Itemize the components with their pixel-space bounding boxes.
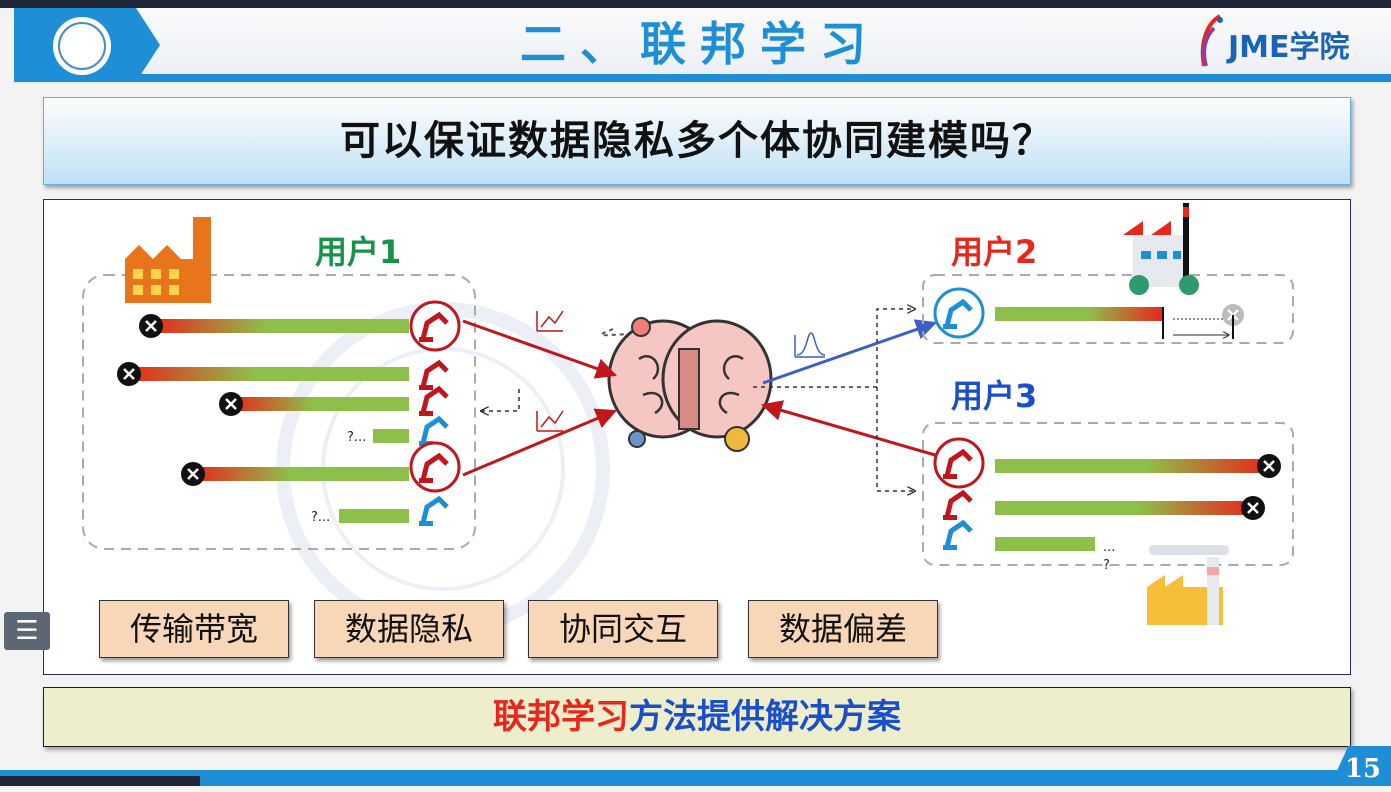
factory-icon [1123, 203, 1199, 295]
brand-logo-icon [1200, 14, 1223, 67]
unknown-marker-4: ? [1103, 558, 1110, 573]
factory-icon [125, 217, 211, 303]
challenge-privacy: 数据隐私 [314, 600, 504, 658]
robot-arm-icon [933, 437, 985, 550]
challenge-bandwidth: 传输带宽 [99, 600, 289, 658]
upload-arrow [462, 408, 617, 477]
failure-icon [1241, 454, 1281, 520]
broadcast-connector [753, 309, 915, 388]
menu-icon[interactable]: ☰ [4, 612, 50, 650]
factory-icon [1147, 545, 1229, 625]
slide-title: 二、联邦学习 [520, 17, 880, 71]
university-seal-ring [58, 22, 106, 70]
user3-label: 用户3 [951, 377, 1037, 415]
footer-bar [0, 770, 1391, 786]
page-number: 15 [1330, 746, 1391, 786]
broadcast-connector [876, 387, 915, 491]
user1-region [82, 274, 476, 550]
unknown-marker-3: ... [1103, 540, 1115, 555]
challenge-bias: 数据偏差 [748, 600, 938, 658]
upload-arrow [760, 400, 936, 457]
solution-highlight: 联邦学习 [493, 697, 629, 737]
unknown-marker-2: ?... [311, 510, 330, 525]
header-band [14, 8, 1391, 84]
user3-region [922, 422, 1294, 566]
unknown-marker-1: ?... [347, 430, 366, 445]
download-arrow [762, 319, 937, 385]
broadcast-connector [481, 389, 520, 411]
robot-arm-icon [409, 300, 461, 526]
question-banner [43, 97, 1351, 185]
robot-arm-icon [933, 287, 985, 339]
pending-failure-icon [1173, 304, 1244, 339]
user1-label: 用户1 [315, 233, 401, 271]
federated-diagram: ?... ?... 用户1 用户2 [82, 203, 1294, 636]
solution-banner: 联邦学习方法提供解决方案 [43, 687, 1351, 747]
logo-tab [14, 8, 40, 82]
distribution-chart-icon [794, 332, 826, 358]
header-rule [40, 74, 1391, 82]
question-text: 可以保证数据隐私多个体协同建模吗？ [340, 118, 1054, 164]
footer-strip [0, 776, 200, 786]
failure-icon [117, 314, 243, 486]
solution-text: 方法提供解决方案 [629, 697, 901, 737]
top-edge [0, 0, 1391, 8]
global-model-brain-icon [600, 317, 773, 452]
challenge-interaction: 协同交互 [528, 600, 718, 658]
user2-label: 用户2 [951, 233, 1037, 271]
user2-region [922, 274, 1294, 344]
upload-arrow [462, 319, 617, 379]
brand-name: JME学院 [1228, 30, 1350, 65]
trend-chart-icon [536, 310, 564, 432]
